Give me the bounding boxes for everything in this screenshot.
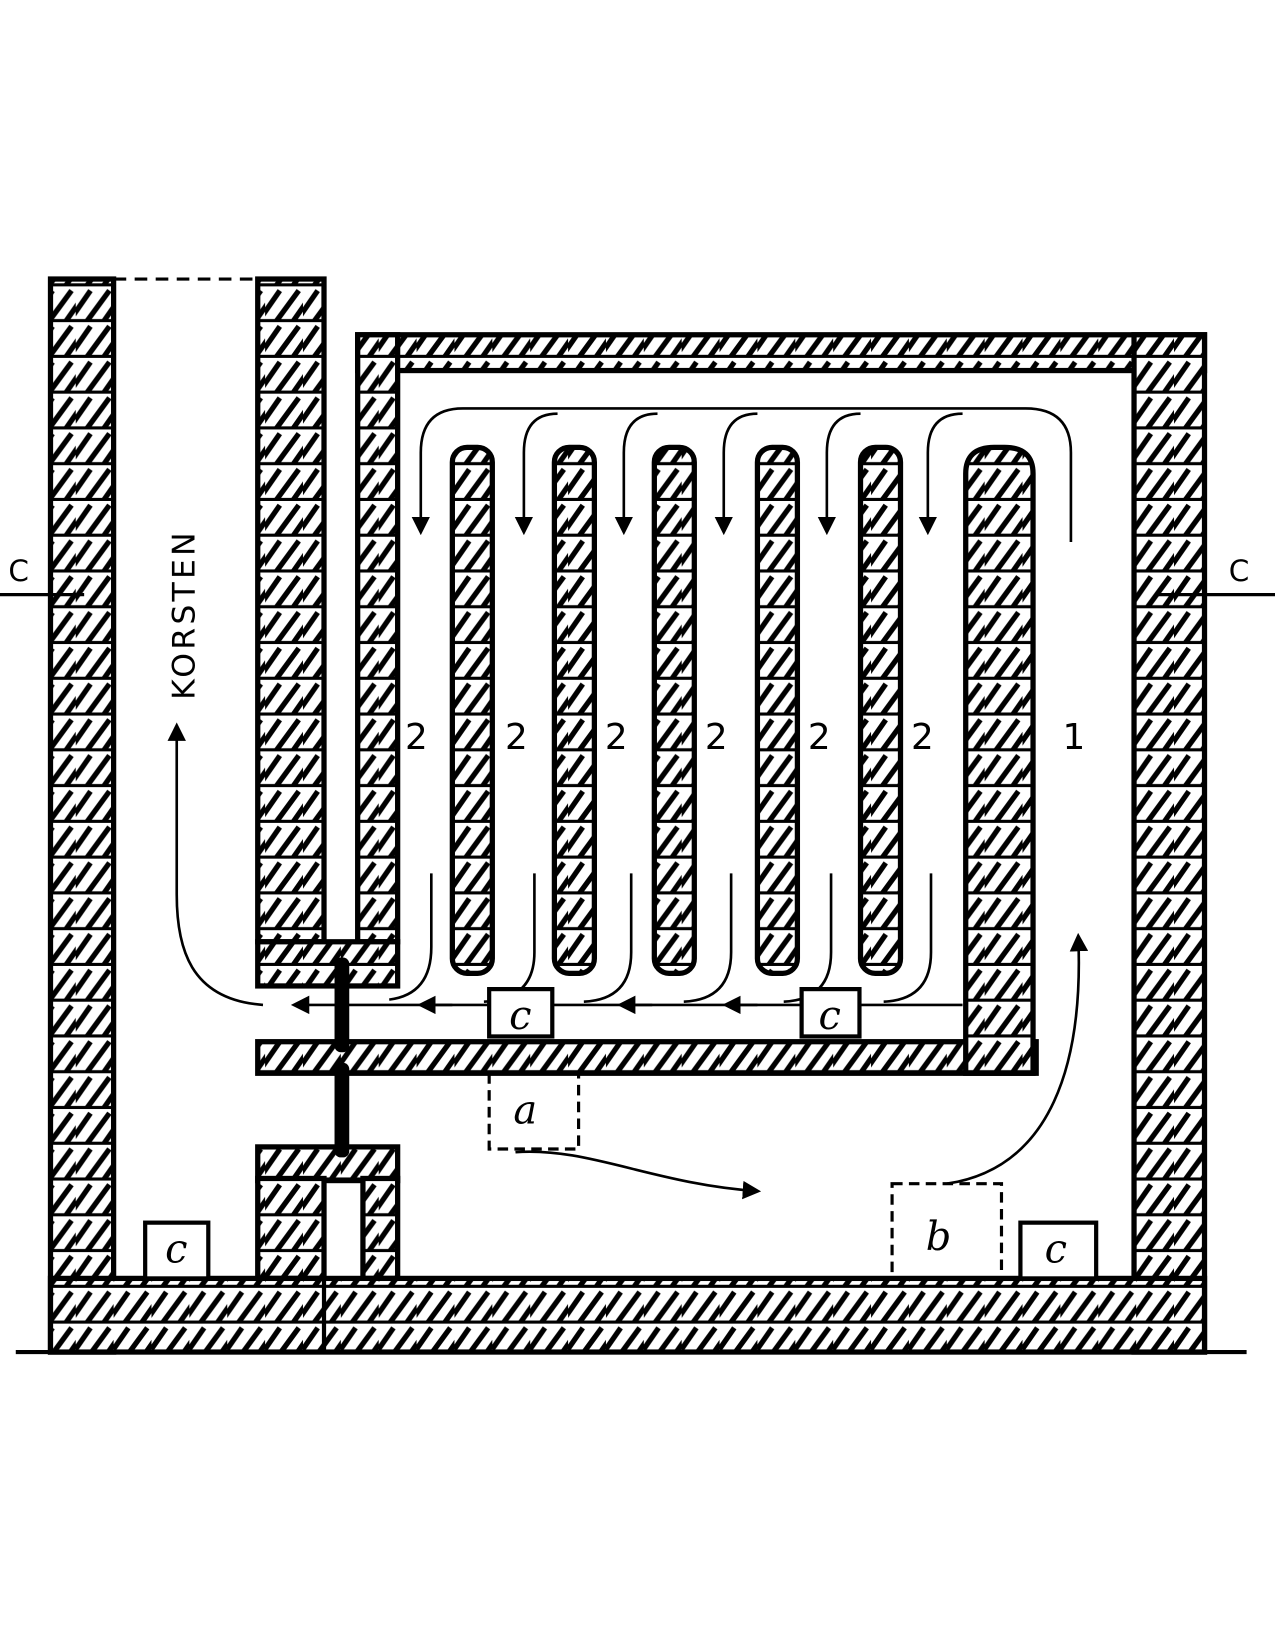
channel-label: 2	[405, 717, 428, 758]
box-label: c	[818, 993, 840, 1039]
oven-top-wall	[355, 332, 1208, 374]
dashed-box-b: b	[890, 1182, 1004, 1280]
baffles	[449, 444, 1036, 1076]
dashed-label-a: a	[513, 1088, 537, 1134]
channel-label-1: 1	[1062, 717, 1085, 758]
box-label: c	[165, 1227, 187, 1273]
chimney-label: KORSTEN	[167, 529, 203, 700]
baffle	[754, 444, 801, 976]
baffle	[651, 444, 697, 976]
chimney-up-arrow	[167, 722, 264, 1007]
dashed-box-a: a	[487, 1071, 581, 1151]
oven-right-wall	[1131, 332, 1208, 1355]
oven-walls	[15, 332, 1247, 1355]
flow-top-loops	[411, 407, 1073, 543]
channel-labels: 2 2 2 2 2 2 1	[405, 717, 1085, 758]
channel-label: 2	[505, 717, 528, 758]
box-label: c	[509, 993, 531, 1039]
chimney: KORSTEN	[47, 276, 327, 1355]
baffle	[551, 444, 597, 976]
channel-floor	[255, 1039, 1039, 1076]
lower-left-wall-a	[255, 1175, 327, 1282]
channel-label: 2	[911, 717, 934, 758]
flue-block-lower	[255, 1144, 401, 1184]
dashed-label-b: b	[926, 1214, 952, 1260]
box-label: c	[1045, 1227, 1067, 1273]
oven-left-wall	[355, 332, 401, 945]
section-mark-left: C	[8, 554, 29, 588]
channel-label: 2	[808, 717, 831, 758]
flow-b-up	[946, 932, 1089, 1186]
section-mark-right: C	[1229, 554, 1250, 588]
box-c-chimney: c	[143, 1220, 211, 1281]
box-c-chamber: c	[1018, 1220, 1099, 1281]
base-wall	[47, 1275, 1208, 1355]
chimney-right-wall	[255, 276, 327, 945]
baffle	[857, 444, 904, 976]
flow-arrows	[290, 407, 1089, 1200]
baffle-wide	[963, 444, 1036, 1076]
box-c-left-channel: c	[487, 987, 555, 1039]
flue-block-upper	[255, 939, 401, 989]
chimney-left-wall	[47, 276, 117, 1355]
box-c-right-channel: c	[799, 987, 862, 1039]
channel-label: 2	[605, 717, 628, 758]
baffle	[449, 444, 495, 976]
flow-a-to-b	[515, 1150, 762, 1200]
lower-left-wall-b	[360, 1175, 401, 1282]
damper-lower	[334, 1062, 350, 1158]
channel-label: 2	[705, 717, 728, 758]
